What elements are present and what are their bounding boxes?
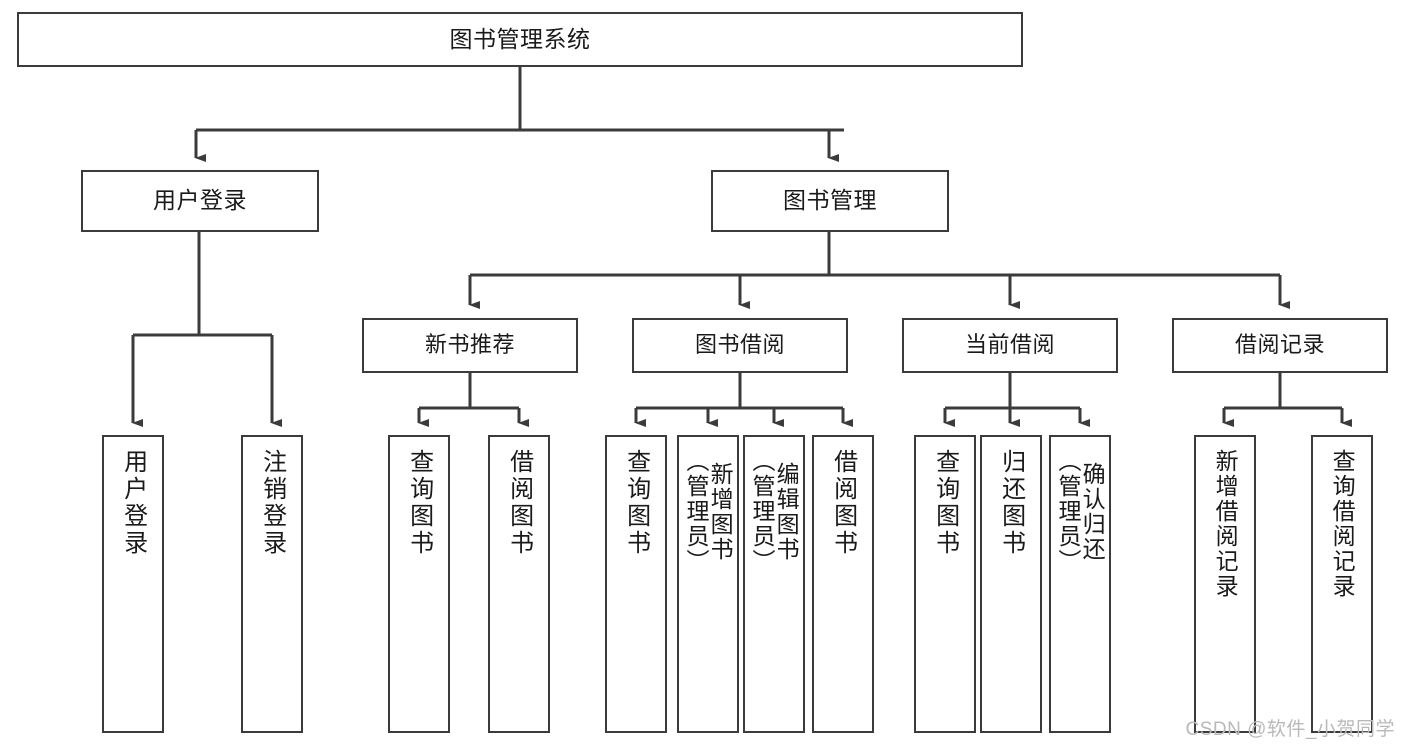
leaf-record-add-label: 新增借阅记录 xyxy=(1212,449,1239,599)
leaf-recommend-borrow-book-label: 借阅图书 xyxy=(505,449,533,557)
leaf-user-logout[interactable]: 注销登录 xyxy=(241,435,303,733)
node-borrow-record-label: 借阅记录 xyxy=(1234,332,1325,358)
leaf-borrow-borrow-book-label: 借阅图书 xyxy=(829,449,857,557)
leaf-current-confirm-return-label: 确认归还 （管理员） xyxy=(1055,449,1106,574)
node-root-label: 图书管理系统 xyxy=(449,25,591,52)
leaf-borrow-add-book-label: 新增图书 （管理员） xyxy=(683,449,734,574)
node-borrow-record[interactable]: 借阅记录 xyxy=(1172,318,1388,373)
watermark: CSDN @软件_小贺同学 xyxy=(1185,719,1395,740)
leaf-borrow-query-book[interactable]: 查询图书 xyxy=(605,435,667,733)
leaf-current-return-book-label: 归还图书 xyxy=(997,449,1025,557)
node-book-management-label: 图书管理 xyxy=(783,187,877,214)
node-new-book-recommend-label: 新书推荐 xyxy=(424,332,515,358)
leaf-borrow-borrow-book[interactable]: 借阅图书 xyxy=(812,435,874,733)
node-book-borrow[interactable]: 图书借阅 xyxy=(632,318,848,373)
node-book-management[interactable]: 图书管理 xyxy=(711,170,949,232)
leaf-recommend-query-book[interactable]: 查询图书 xyxy=(388,435,450,733)
node-book-borrow-label: 图书借阅 xyxy=(694,332,785,358)
node-user-login-label: 用户登录 xyxy=(153,187,247,214)
leaf-borrow-add-book[interactable]: 新增图书 （管理员） xyxy=(677,435,739,733)
leaf-user-logout-label: 注销登录 xyxy=(258,449,286,557)
leaf-user-login-label: 用户登录 xyxy=(119,449,147,557)
leaf-current-return-book[interactable]: 归还图书 xyxy=(980,435,1042,733)
leaf-user-login[interactable]: 用户登录 xyxy=(102,435,164,733)
node-current-borrow[interactable]: 当前借阅 xyxy=(902,318,1118,373)
node-new-book-recommend[interactable]: 新书推荐 xyxy=(362,318,578,373)
leaf-borrow-edit-book[interactable]: 编辑图书 （管理员） xyxy=(743,435,805,733)
node-user-login[interactable]: 用户登录 xyxy=(81,170,319,232)
leaf-borrow-query-book-label: 查询图书 xyxy=(622,449,650,557)
leaf-current-confirm-return[interactable]: 确认归还 （管理员） xyxy=(1049,435,1111,733)
leaf-recommend-borrow-book[interactable]: 借阅图书 xyxy=(488,435,550,733)
leaf-current-query-book[interactable]: 查询图书 xyxy=(914,435,976,733)
node-current-borrow-label: 当前借阅 xyxy=(964,332,1055,358)
leaf-record-query-label: 查询借阅记录 xyxy=(1329,449,1356,599)
leaf-recommend-query-book-label: 查询图书 xyxy=(405,449,433,557)
leaf-record-add[interactable]: 新增借阅记录 xyxy=(1194,435,1256,733)
leaf-record-query[interactable]: 查询借阅记录 xyxy=(1311,435,1373,733)
node-root[interactable]: 图书管理系统 xyxy=(17,12,1023,67)
leaf-current-query-book-label: 查询图书 xyxy=(931,449,959,557)
leaf-borrow-edit-book-label: 编辑图书 （管理员） xyxy=(749,449,800,574)
